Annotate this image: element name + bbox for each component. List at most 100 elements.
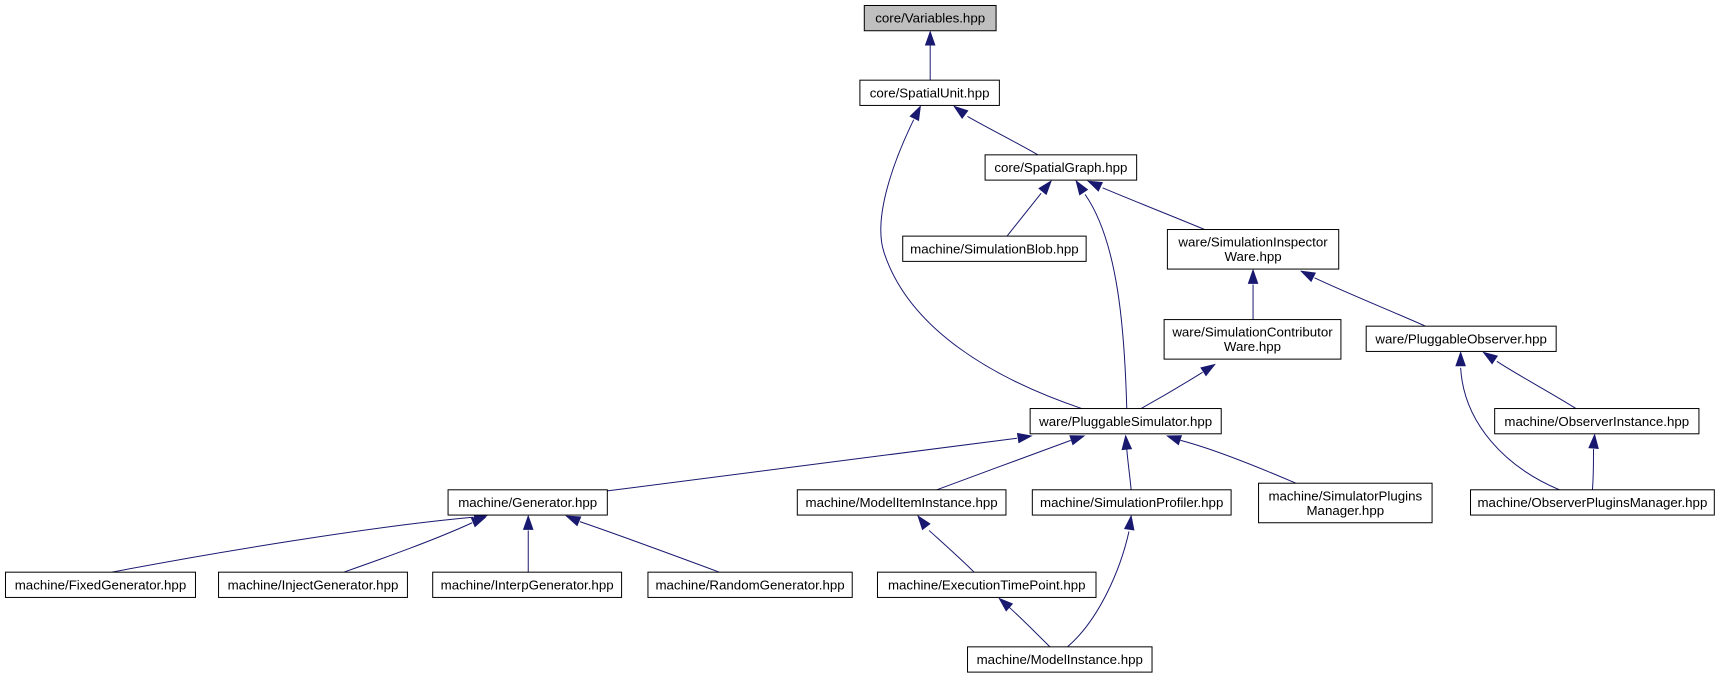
- node-modelinstance[interactable]: machine/ModelInstance.hpp: [967, 646, 1153, 673]
- edge-line: [1006, 192, 1042, 237]
- edge-line: [1126, 449, 1132, 490]
- node-box: [863, 4, 997, 32]
- node-variables: core/Variables.hpp: [863, 4, 997, 32]
- edge-pluggablesimulator-to-simcontributor: [1140, 363, 1216, 409]
- edge-line: [343, 522, 473, 573]
- node-injectgenerator[interactable]: machine/InjectGenerator.hpp: [218, 571, 408, 598]
- edge-line: [1496, 360, 1577, 409]
- node-box: [796, 489, 1007, 516]
- arrowhead: [1016, 432, 1033, 444]
- arrowhead: [1075, 179, 1089, 196]
- arrowhead: [1200, 363, 1216, 377]
- node-label: Manager.hpp: [1306, 503, 1384, 518]
- node-label: machine/InterpGenerator.hpp: [441, 577, 614, 592]
- edge-line: [880, 119, 1082, 410]
- edge-siminspector-to-spatialgraph: [1086, 180, 1205, 230]
- node-box: [1365, 325, 1557, 352]
- node-label: machine/FixedGenerator.hpp: [15, 577, 186, 592]
- edge-interpgenerator-to-generator: [522, 514, 534, 573]
- arrowhead: [998, 597, 1014, 612]
- node-observerinstance[interactable]: machine/ObserverInstance.hpp: [1494, 408, 1700, 435]
- edge-pluggablesimulator-to-spatialunit: [880, 105, 1082, 410]
- node-label: ware/SimulationInspector: [1177, 235, 1328, 250]
- node-label: machine/SimulatorPlugins: [1268, 488, 1422, 503]
- edge-line: [1102, 187, 1205, 230]
- edge-line: [1140, 371, 1203, 409]
- node-label: ware/PluggableSimulator.hpp: [1038, 414, 1212, 429]
- node-label: ware/SimulationContributor: [1171, 325, 1333, 340]
- node-label: ware/PluggableObserver.hpp: [1374, 331, 1547, 346]
- edge-line: [1067, 531, 1130, 648]
- node-box: [4, 571, 196, 598]
- node-observerpluginsmanager[interactable]: machine/ObserverPluginsManager.hpp: [1470, 489, 1715, 516]
- node-spatialgraph[interactable]: core/SpatialGraph.hpp: [984, 154, 1138, 181]
- node-modeliteminstance[interactable]: machine/ModelItemInstance.hpp: [796, 489, 1007, 516]
- node-label: machine/ModelItemInstance.hpp: [806, 495, 998, 510]
- edge-line: [1180, 439, 1297, 484]
- node-spatialunit[interactable]: core/SpatialUnit.hpp: [859, 79, 1000, 106]
- node-label: Ware.hpp: [1224, 249, 1281, 264]
- node-box: [967, 646, 1153, 673]
- edge-line: [936, 439, 1071, 491]
- edge-line: [1314, 277, 1426, 327]
- edge-line: [1460, 367, 1560, 491]
- arrowhead: [565, 515, 582, 527]
- node-pluggableobserver[interactable]: ware/PluggableObserver.hpp: [1365, 325, 1557, 352]
- node-label: machine/ExecutionTimePoint.hpp: [888, 577, 1086, 592]
- edge-line: [579, 521, 720, 573]
- node-box: [1258, 482, 1433, 524]
- edge-pluggableobserver-to-siminspector: [1300, 270, 1426, 327]
- node-label: machine/InjectGenerator.hpp: [228, 577, 399, 592]
- node-randomgenerator[interactable]: machine/RandomGenerator.hpp: [647, 571, 853, 598]
- node-executiontimepoint[interactable]: machine/ExecutionTimePoint.hpp: [876, 571, 1097, 598]
- node-label: core/SpatialGraph.hpp: [994, 160, 1127, 175]
- arrowhead: [953, 105, 969, 119]
- node-box: [1031, 489, 1232, 516]
- edge-injectgenerator-to-generator: [343, 516, 487, 573]
- node-simulationblob[interactable]: machine/SimulationBlob.hpp: [902, 235, 1087, 262]
- node-box: [1166, 229, 1340, 270]
- edge-observerinstance-to-pluggableobserver: [1482, 351, 1577, 409]
- node-box: [1470, 489, 1715, 516]
- node-box: [447, 489, 608, 516]
- node-label: machine/ModelInstance.hpp: [977, 652, 1143, 667]
- node-box: [1029, 408, 1222, 435]
- arrowhead: [1300, 270, 1316, 283]
- arrowhead: [1455, 351, 1466, 367]
- node-fixedgenerator[interactable]: machine/FixedGenerator.hpp: [4, 571, 196, 598]
- arrowhead: [924, 30, 936, 46]
- edge-generator-to-pluggablesimulator: [607, 432, 1033, 492]
- arrowhead: [1121, 434, 1133, 451]
- node-label: machine/SimulationProfiler.hpp: [1040, 495, 1223, 510]
- node-generator[interactable]: machine/Generator.hpp: [447, 489, 608, 516]
- edge-fixedgenerator-to-generator: [111, 511, 490, 573]
- edge-line: [928, 530, 975, 573]
- edge-simprofiler-to-pluggablesimulator: [1121, 434, 1133, 490]
- node-label: machine/ObserverInstance.hpp: [1504, 414, 1689, 429]
- arrowhead: [917, 514, 931, 531]
- arrowhead: [909, 105, 921, 122]
- node-label: machine/RandomGenerator.hpp: [655, 577, 844, 592]
- arrowhead: [1588, 433, 1599, 449]
- edge-line: [1008, 606, 1051, 648]
- node-pluggablesimulator[interactable]: ware/PluggableSimulator.hpp: [1029, 408, 1222, 435]
- edge-line: [111, 516, 474, 573]
- node-box: [876, 571, 1097, 598]
- arrowhead: [1038, 180, 1052, 196]
- node-interpgenerator[interactable]: machine/InterpGenerator.hpp: [432, 571, 623, 598]
- node-box: [1494, 408, 1700, 435]
- edges-layer: [111, 30, 1599, 648]
- arrowhead: [470, 516, 487, 528]
- node-label: machine/ObserverPluginsManager.hpp: [1477, 495, 1707, 510]
- node-label: machine/Generator.hpp: [458, 495, 597, 510]
- edge-observerpluginsmanager-to-observerinstance: [1588, 433, 1599, 490]
- edge-simulationblob-to-spatialgraph: [1006, 180, 1052, 237]
- node-box: [647, 571, 853, 598]
- node-label: machine/SimulationBlob.hpp: [910, 241, 1079, 256]
- node-label: Ware.hpp: [1224, 339, 1281, 354]
- node-simprofiler[interactable]: machine/SimulationProfiler.hpp: [1031, 489, 1232, 516]
